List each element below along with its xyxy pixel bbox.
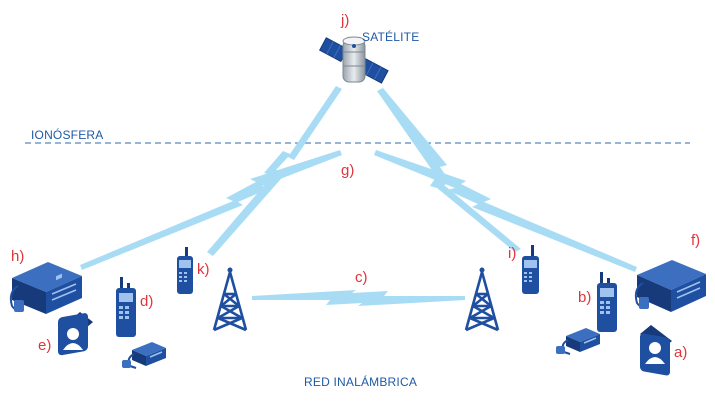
ionosphere-links [80,150,637,272]
satellite-caption: SATÉLITE [362,30,420,44]
satellite-body [342,36,366,83]
link-tower-to-tower [252,290,465,306]
link-satellite-to-i [377,88,521,252]
link-ionosphere-to-f [374,150,637,272]
wireless-network-caption: RED INALÁMBRICA [304,375,418,389]
radio-tower-icon [464,267,500,332]
satellite-icon [319,37,389,84]
handheld-radio-icon [177,247,193,294]
marker-j: j) [341,12,350,29]
mobile-radio-icon [122,342,166,369]
link-satellite-to-k [207,86,342,256]
base-station-icon [634,260,706,312]
handheld-radio-icon [597,272,617,332]
marker-g: g) [341,162,355,179]
base-station-icon [9,262,82,314]
marker-d: d) [140,293,154,310]
dispatcher-icon [58,312,93,356]
radio-tower-icon [212,267,248,332]
marker-a: a) [674,344,688,361]
marker-i: i) [508,245,517,262]
dispatcher-icon [640,325,672,376]
marker-k: k) [197,261,210,278]
handheld-radio-icon [116,277,136,337]
marker-b: b) [578,289,592,306]
handheld-radio-icon [522,245,539,294]
marker-e: e) [38,337,52,354]
satellite-links [207,86,521,256]
marker-h: h) [11,248,25,265]
ionosphere-caption: IONÓSFERA [31,128,104,142]
link-ionosphere-to-h [80,150,342,270]
marker-f: f) [691,232,701,249]
mobile-radio-icon [556,328,600,355]
marker-c: c) [355,269,368,286]
